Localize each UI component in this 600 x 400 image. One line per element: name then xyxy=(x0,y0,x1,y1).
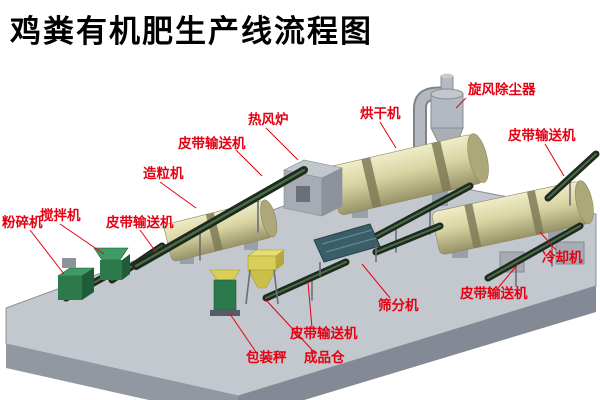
label-belt-conveyor-topright: 皮带输送机 xyxy=(508,127,576,144)
mixer-hopper xyxy=(93,247,129,261)
bin-side xyxy=(276,250,284,270)
leader-cooler xyxy=(539,231,557,251)
label-belt-conveyor-upper: 皮带输送机 xyxy=(178,135,246,152)
leader-crusher xyxy=(29,229,65,275)
platform-front-right xyxy=(238,286,596,400)
furnace-door xyxy=(296,186,310,202)
dryer-drum xyxy=(329,133,489,215)
belt-surface xyxy=(487,225,581,279)
leader-mixer xyxy=(59,223,105,255)
cooler-end-cap xyxy=(574,180,594,225)
belt-surface xyxy=(361,185,471,245)
mixer-body xyxy=(100,260,122,280)
screener-mesh-line xyxy=(321,229,373,245)
leader-belt-upper xyxy=(235,149,263,177)
leader-dryer xyxy=(379,121,397,149)
crusher-machine xyxy=(57,258,95,300)
belt-conveyors xyxy=(62,150,600,302)
concrete-block-2 xyxy=(555,241,585,265)
packing-base xyxy=(210,310,240,316)
bin-leg xyxy=(273,269,279,305)
leader-bin xyxy=(265,299,315,353)
belt-surface xyxy=(547,153,597,199)
equipment-labels: 粉碎机 搅拌机 皮带输送机 造粒机 皮带输送机 热风炉 烘干机 旋风除尘器 皮带… xyxy=(2,81,583,366)
crusher-front xyxy=(58,276,82,300)
furnace-side xyxy=(321,167,343,217)
mixer-side xyxy=(122,254,130,280)
label-hot-air-furnace: 热风炉 xyxy=(248,111,289,128)
platform-front-left xyxy=(6,344,238,400)
belt-surface xyxy=(265,261,347,299)
label-crusher: 粉碎机 xyxy=(2,214,43,231)
diagram-title: 鸡粪有机肥生产线流程图 xyxy=(10,14,373,50)
bin-box xyxy=(247,255,277,271)
leader-belt-topright xyxy=(544,143,565,177)
leader-screener xyxy=(361,263,391,299)
granulator-end-cap xyxy=(260,199,278,238)
dryer-end-cap xyxy=(467,133,489,183)
mixer-machine xyxy=(93,247,130,280)
label-belt-conveyor-right: 皮带输送机 xyxy=(460,285,528,302)
label-finished-product-bin: 成品仓 xyxy=(304,349,345,366)
leader-granulator xyxy=(159,181,197,209)
belt-surface xyxy=(375,225,441,253)
crusher-motor xyxy=(62,258,76,268)
leader-packing xyxy=(229,313,257,353)
leader-cyclone xyxy=(455,97,467,109)
packing-body xyxy=(213,279,237,311)
cyclone-outlet-cap xyxy=(441,73,453,79)
label-screener: 筛分机 xyxy=(378,297,419,314)
label-mixer: 搅拌机 xyxy=(40,207,81,224)
dryer-ring-1 xyxy=(361,157,382,209)
screener-mesh-line xyxy=(325,237,377,253)
bin-cone xyxy=(247,269,277,289)
leader-lines xyxy=(29,97,565,353)
bin-leg xyxy=(245,269,251,305)
packing-scale-machine xyxy=(209,269,241,316)
label-cyclone-dust-collector: 旋风除尘器 xyxy=(467,81,536,98)
cooler-ring-1 xyxy=(464,203,482,249)
cooler-ring-2 xyxy=(526,190,544,235)
label-dryer: 烘干机 xyxy=(360,105,401,122)
label-packing-scale: 包装秤 xyxy=(246,349,287,366)
label-belt-conveyor-bottom: 皮带输送机 xyxy=(290,325,358,342)
label-belt-conveyor-left: 皮带输送机 xyxy=(106,214,174,231)
crusher-side xyxy=(82,268,94,300)
screener-machine xyxy=(313,223,381,276)
label-cooler: 冷却机 xyxy=(542,249,583,266)
belt-surface xyxy=(134,168,306,268)
leader-belt-left xyxy=(139,229,157,253)
hot-air-furnace xyxy=(283,159,343,217)
leader-belt-right xyxy=(497,263,519,289)
dryer-ring-2 xyxy=(431,141,452,192)
label-granulator: 造粒机 xyxy=(143,165,184,182)
leader-furnace xyxy=(265,127,299,161)
leader-belt-bottom xyxy=(307,281,313,329)
cyclone-top xyxy=(430,88,464,100)
screener-body xyxy=(313,223,381,263)
finished-product-bin xyxy=(245,249,285,305)
